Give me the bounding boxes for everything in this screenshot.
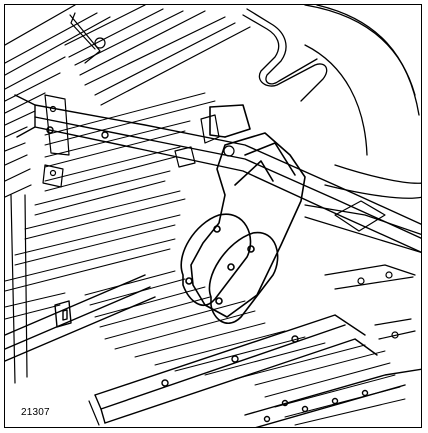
illustration-frame: 21307 bbox=[4, 4, 422, 428]
lower-beam bbox=[94, 314, 378, 424]
mounting-arm bbox=[190, 104, 306, 318]
lower-right-member bbox=[244, 368, 421, 427]
brake-pipes bbox=[242, 5, 421, 199]
cross-member-upper bbox=[14, 94, 421, 253]
beam-clip bbox=[174, 114, 235, 168]
left-panel-detail bbox=[10, 194, 100, 426]
channel-top bbox=[64, 5, 251, 106]
underbody-technical-drawing bbox=[5, 5, 421, 427]
floor-pan-ribs-main bbox=[5, 92, 406, 426]
right-frame bbox=[304, 200, 421, 340]
oval-lugs bbox=[180, 213, 279, 324]
lower-rail-left bbox=[5, 274, 156, 362]
floor-pan-ribs-left bbox=[5, 5, 111, 198]
left-bracket bbox=[42, 94, 70, 188]
figure-reference-number: 21307 bbox=[19, 407, 52, 418]
